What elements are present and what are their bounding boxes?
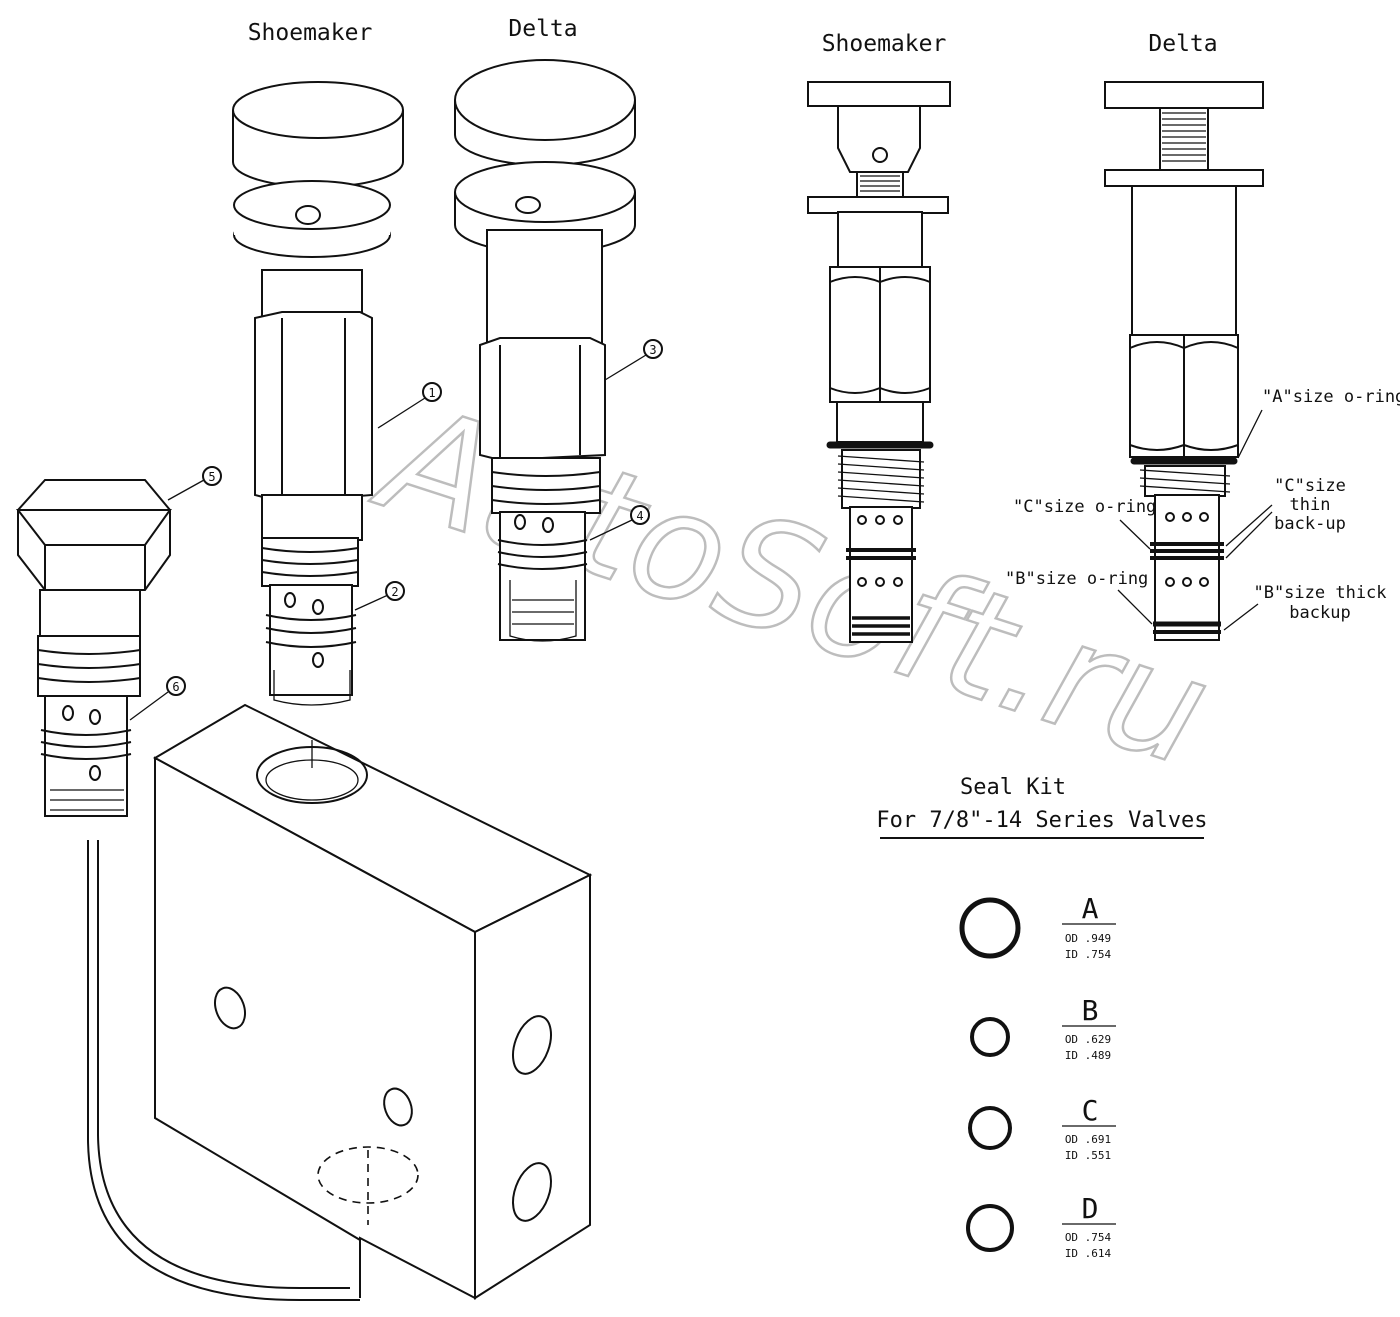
seal-d-letter: D xyxy=(1082,1192,1099,1225)
callouts: 1 2 3 4 5 6 xyxy=(129,339,663,721)
seal-c-letter: C xyxy=(1082,1094,1099,1127)
seal-b-ring xyxy=(970,1017,1010,1057)
shoemaker-valve-section: Shoemaker xyxy=(807,31,951,643)
seal-d-ring xyxy=(966,1204,1014,1252)
seal-d-od: OD .754 xyxy=(1065,1231,1112,1244)
seal-b-id: ID .489 xyxy=(1065,1049,1111,1062)
seal-kit-title: Seal Kit xyxy=(960,775,1066,800)
b-backup-label-2: backup xyxy=(1289,603,1350,623)
manifold-block xyxy=(152,703,593,1300)
callout-2: 2 xyxy=(391,585,398,599)
seal-a-id: ID .754 xyxy=(1065,948,1112,961)
seal-kit-subtitle: For 7/8"-14 Series Valves xyxy=(876,808,1207,833)
c-backup-label-2: thin xyxy=(1290,495,1331,515)
callout-3: 3 xyxy=(649,343,656,357)
delta-valve-section: Delta xyxy=(1104,31,1264,641)
section-shoemaker-heading: Shoemaker xyxy=(822,31,947,57)
exploded-shoemaker-heading: Shoemaker xyxy=(248,20,373,46)
shoemaker-valve-exploded xyxy=(232,81,404,706)
callout-4: 4 xyxy=(636,509,643,523)
seal-a-letter: A xyxy=(1082,892,1099,925)
seal-a-ring xyxy=(959,897,1021,959)
b-backup-label-1: "B"size thick xyxy=(1253,583,1386,603)
section-labels: "A"size o-ring "C"size o-ring "C"size th… xyxy=(1005,387,1400,631)
c-oring-label: "C"size o-ring xyxy=(1013,497,1156,517)
plug-valve-exploded xyxy=(15,479,172,817)
a-oring-label: "A"size o-ring xyxy=(1262,387,1400,407)
delta-valve-exploded xyxy=(454,59,636,642)
c-backup-label-3: back-up xyxy=(1274,514,1346,534)
seal-c-id: ID .551 xyxy=(1065,1149,1111,1162)
seal-b-od: OD .629 xyxy=(1065,1033,1111,1046)
seal-c-od: OD .691 xyxy=(1065,1133,1111,1146)
section-delta-heading: Delta xyxy=(1148,31,1217,57)
seal-d-id: ID .614 xyxy=(1065,1247,1112,1260)
callout-6: 6 xyxy=(172,680,179,694)
callout-1: 1 xyxy=(428,386,435,400)
c-backup-label-1: "C"size xyxy=(1274,476,1346,496)
seal-b-letter: B xyxy=(1082,994,1099,1027)
seal-a-od: OD .949 xyxy=(1065,932,1111,945)
callout-5: 5 xyxy=(208,470,215,484)
seal-kit: Seal Kit For 7/8"-14 Series Valves A OD … xyxy=(876,775,1207,1260)
tube xyxy=(87,840,360,1301)
b-oring-label: "B"size o-ring xyxy=(1005,569,1148,589)
exploded-delta-heading: Delta xyxy=(508,16,577,42)
seal-c-ring xyxy=(968,1106,1012,1150)
